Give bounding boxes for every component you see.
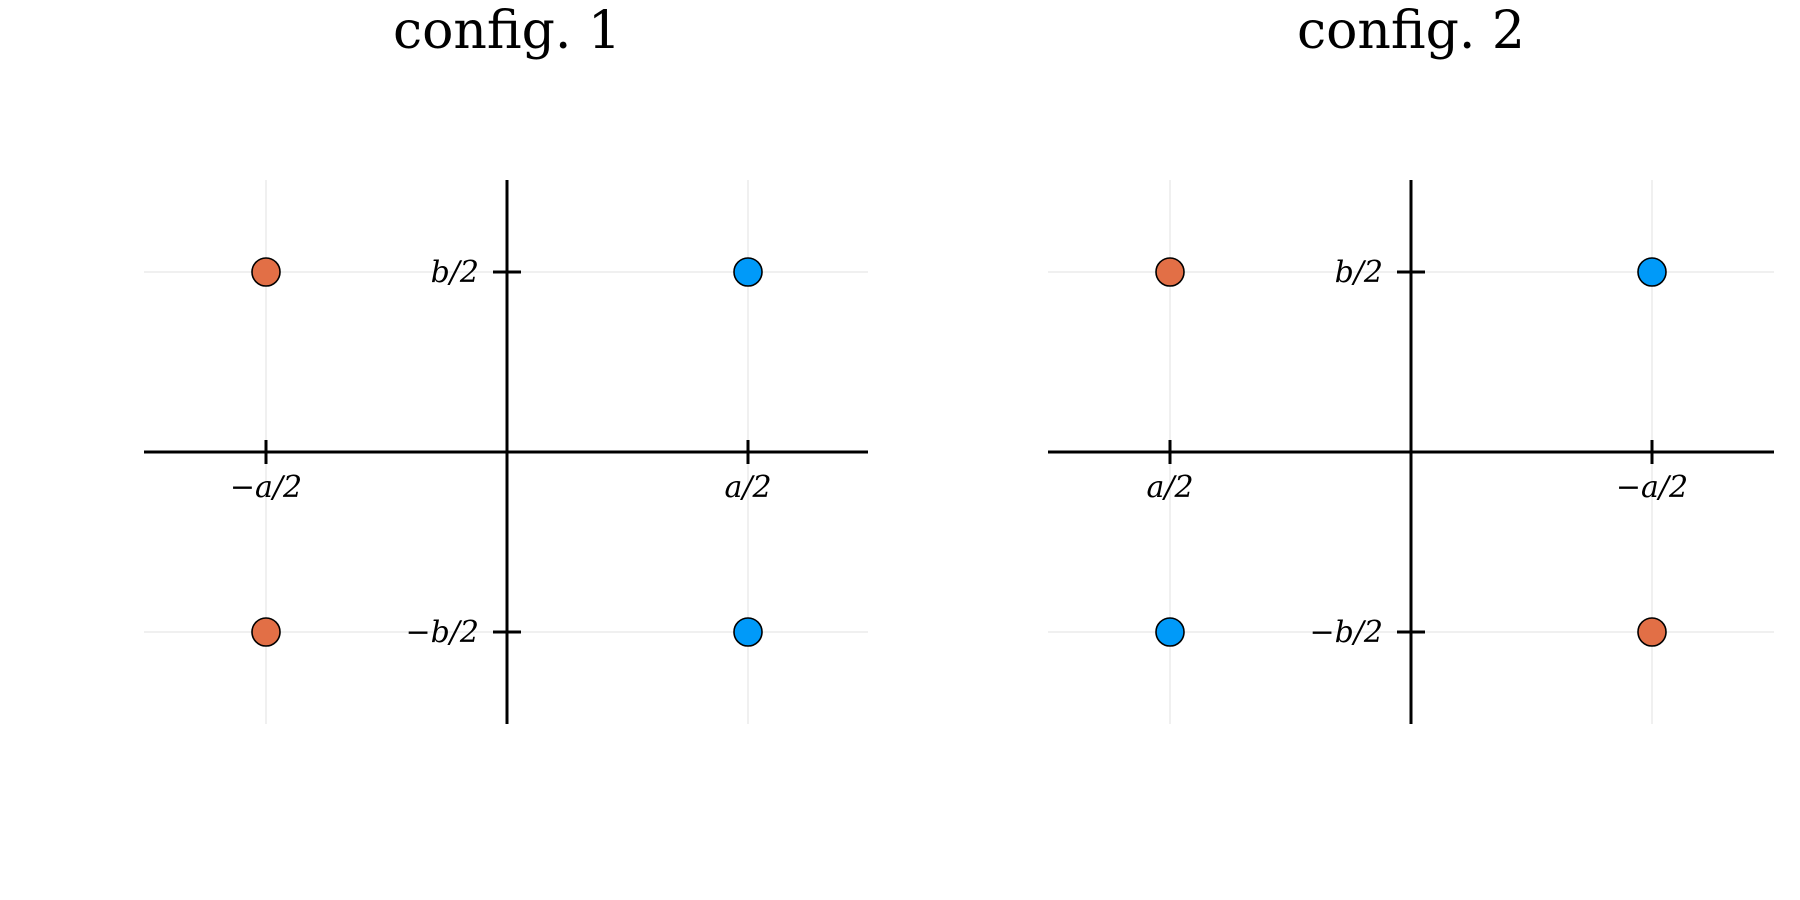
orange-point-marker <box>1155 257 1185 287</box>
blue-point-marker <box>1155 617 1185 647</box>
blue-point-marker <box>1637 257 1667 287</box>
orange-point-marker <box>251 617 281 647</box>
orange-point-marker <box>251 257 281 287</box>
y-tick-label: b/2 <box>431 255 479 290</box>
blue-point-marker <box>733 617 763 647</box>
panel-config-1: config. 1 −a/2 a/2 b/2 −b/2 <box>144 1 868 724</box>
y-tick-label: −b/2 <box>1309 615 1383 650</box>
blue-point-marker <box>733 257 763 287</box>
x-tick-label: a/2 <box>1146 470 1193 505</box>
orange-point-marker <box>1637 617 1667 647</box>
panel-title: config. 2 <box>1297 1 1525 61</box>
panel-title: config. 1 <box>393 1 621 61</box>
y-tick-label: b/2 <box>1335 255 1383 290</box>
panel-config-2: config. 2 a/2 −a/2 b/2 −b/2 <box>1048 1 1774 724</box>
y-tick-label: −b/2 <box>405 615 479 650</box>
x-tick-label: −a/2 <box>1616 470 1688 505</box>
x-tick-label: −a/2 <box>230 470 302 505</box>
x-tick-label: a/2 <box>724 470 771 505</box>
